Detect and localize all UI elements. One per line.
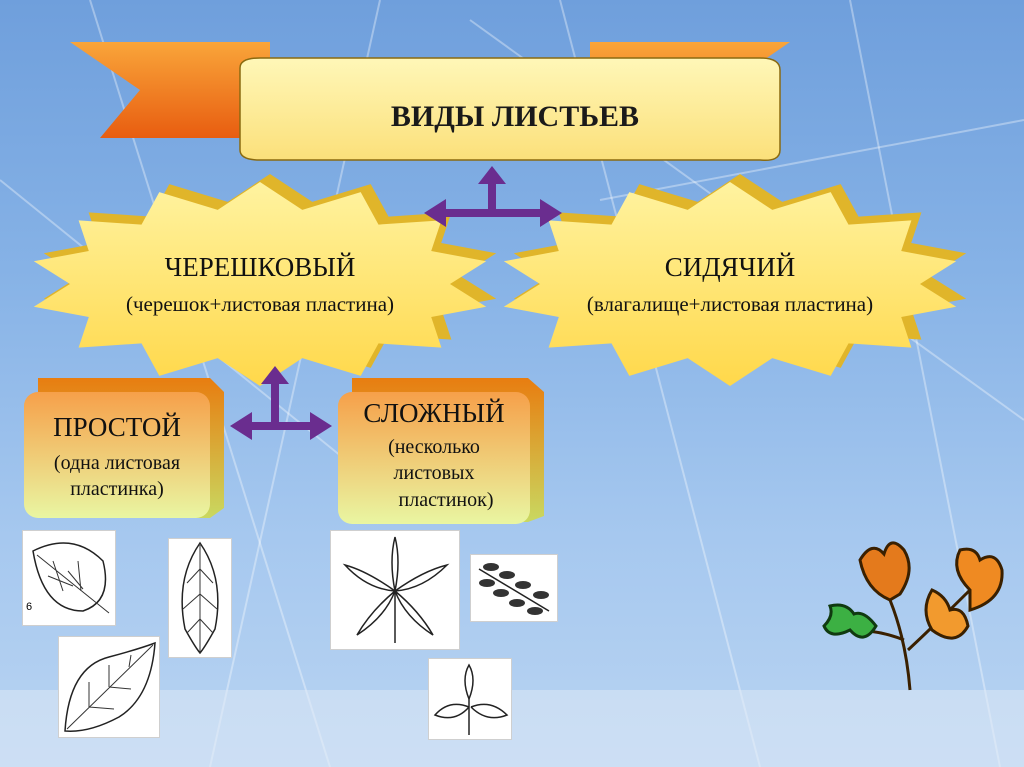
simple-line1: (одна листовая (53, 452, 181, 474)
compound-box (338, 378, 544, 524)
compound-line1: (несколько (388, 436, 480, 458)
sessile-title: СИДЯЧИЙ (664, 252, 796, 282)
slide-title: ВИДЫ ЛИСТЬЕВ (390, 100, 640, 133)
compound-line3: пластинок) (398, 489, 494, 511)
compound-leaf-image-2 (470, 554, 558, 622)
compound-leaf-image-3 (428, 658, 512, 740)
simple-leaf-image-2 (168, 538, 232, 658)
sessile-star (503, 174, 967, 386)
star-face (33, 182, 487, 386)
simple-leaf-image-3 (58, 636, 160, 738)
autumn-leaves-clipart (822, 541, 1004, 691)
title-banner (70, 42, 790, 162)
figure-number: 6 (26, 601, 33, 613)
compound-line2: листовых (393, 462, 475, 484)
simple-box (24, 378, 224, 518)
star-face (503, 182, 957, 386)
petiolate-star (33, 174, 497, 386)
simple-title: ПРОСТОЙ (53, 412, 181, 442)
compound-title: СЛОЖНЫЙ (363, 398, 505, 428)
petiolate-subtitle: (черешок+листовая пластина) (125, 292, 395, 316)
sessile-subtitle: (влагалище+листовая пластина) (586, 292, 874, 316)
simple-leaf-image-1: 6 (22, 530, 116, 626)
petiolate-title: ЧЕРЕШКОВЫЙ (164, 252, 356, 282)
simple-line2: пластинка) (70, 478, 164, 500)
compound-leaf-image-1 (330, 530, 460, 650)
